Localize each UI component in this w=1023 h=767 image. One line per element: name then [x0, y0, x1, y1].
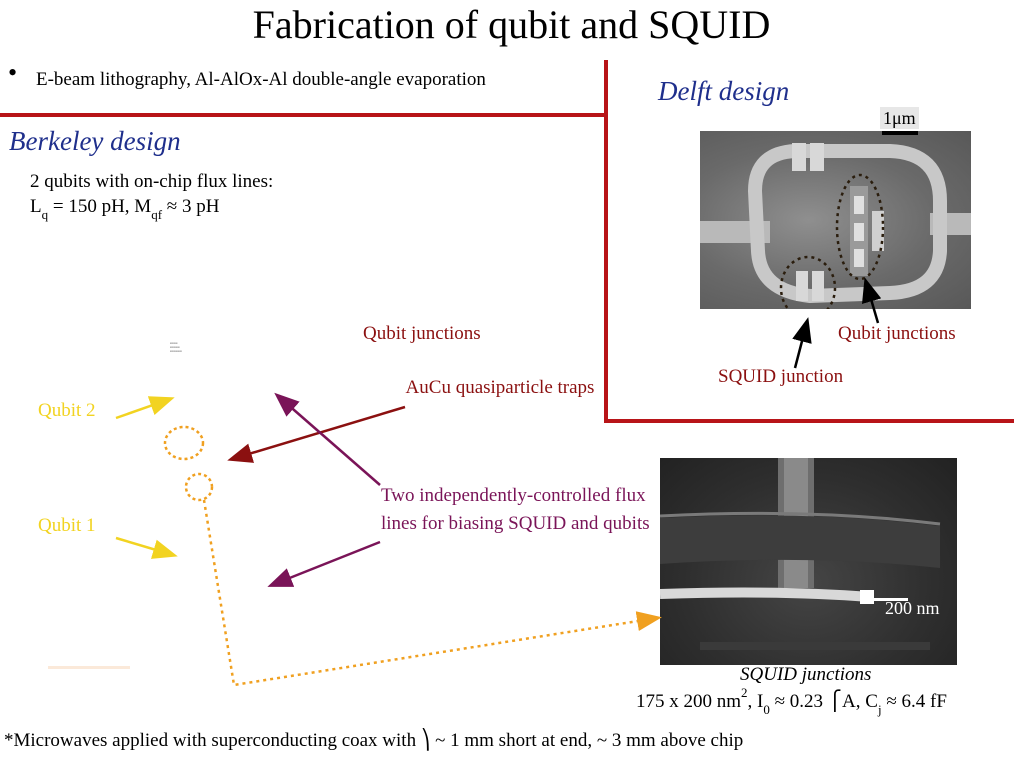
squid-caption: SQUID junctions: [740, 664, 872, 685]
delft-heading: Delft design: [658, 76, 790, 106]
bullet-text: E-beam lithography, Al-AlOx-Al double-an…: [36, 69, 486, 90]
flux-lines-label: Two independently-controlled flux lines …: [381, 485, 650, 534]
squid-parameters: 175 x 200 nm2, I0 ≈ 0.23 ⎧A, Cj ≈ 6.4 fF: [636, 685, 947, 717]
berkeley-heading: Berkeley design: [9, 126, 181, 156]
flux-arrow-lower: [267, 540, 381, 587]
flux-arrow-upper: [274, 392, 381, 486]
squid-scale-bar-label: 200 nm: [885, 598, 940, 618]
page-title: Fabrication of qubit and SQUID: [252, 2, 771, 47]
bullet-icon: •: [8, 58, 18, 87]
qubit-junctions-label-delft: Qubit junctions: [838, 323, 956, 344]
aucu-traps-label: AuCu quasiparticle traps: [405, 377, 595, 398]
qubit1-label: Qubit 1: [38, 515, 96, 536]
delft-squid-junction-arrow: [792, 317, 812, 369]
squid-sem-image: [660, 458, 957, 665]
qubit1-arrow: [115, 536, 178, 559]
delft-sem-image: [700, 131, 971, 309]
aucu-arrow: [227, 405, 406, 463]
tiny-image-placeholder: ▪▪▪▪▪▪▪▪▪▪▪▪▪▪▪▪▪▪▪▪▪▪▪▪▪▪▪: [170, 341, 182, 353]
qubit2-arrow: [115, 396, 175, 420]
squid-circle-lower: [184, 472, 214, 502]
qubit-junction-circle-upper: [163, 425, 205, 461]
horizontal-divider-bottom: [608, 419, 1014, 423]
inductance-text: Lq = 150 pH, Mqf ≈ 3 pH: [30, 196, 220, 222]
qubit-count-text: 2 qubits with on-chip flux lines:: [30, 171, 274, 192]
qubit-junctions-label-berkeley: Qubit junctions: [363, 323, 481, 344]
faint-image-strip: [48, 666, 130, 669]
delft-scale-bar-label: 1μm: [880, 107, 919, 129]
vertical-divider: [604, 60, 608, 423]
footnote: *Microwaves applied with superconducting…: [4, 730, 744, 751]
qubit2-label: Qubit 2: [38, 400, 96, 421]
squid-junction-label: SQUID junction: [718, 366, 844, 387]
horizontal-divider-top: [0, 113, 608, 117]
squid-sem-drawing: [660, 458, 941, 650]
delft-sem-drawing: [700, 143, 971, 309]
